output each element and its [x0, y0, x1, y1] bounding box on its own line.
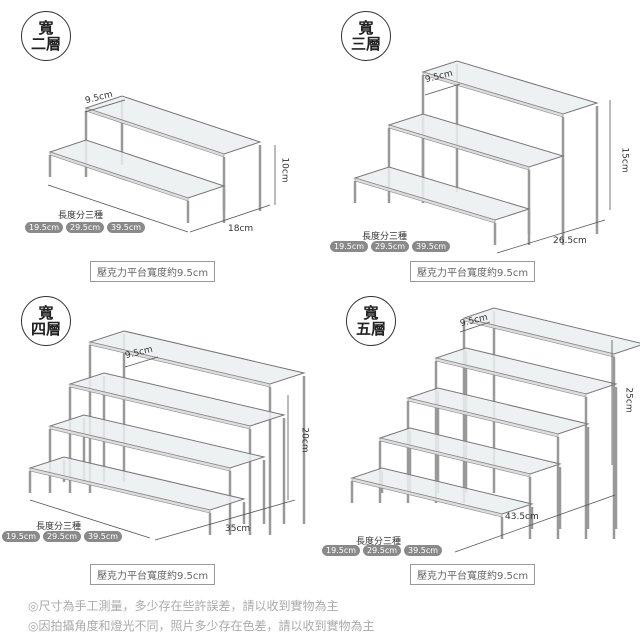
height-label: 25cm	[623, 387, 634, 413]
tier-edge	[463, 317, 615, 358]
badge-text: 寬	[38, 304, 54, 322]
width-label: 43.5cm	[505, 512, 539, 522]
width-label: 18cm	[228, 224, 254, 234]
tier-edge	[351, 477, 503, 518]
caption: 壓克力平台寬度約9.5cm	[410, 261, 536, 282]
badge-four-tier: 寬四層	[21, 296, 71, 346]
acrylic-tier	[88, 330, 306, 385]
height-label: 10cm	[279, 157, 290, 183]
badge-text: 二層	[30, 35, 61, 53]
height-label: 15cm	[619, 147, 630, 173]
caption: 壓克力平台寬度約9.5cm	[90, 261, 216, 282]
dimension-line	[454, 494, 616, 553]
caption: 壓克力平台寬度約9.5cm	[410, 564, 536, 585]
dimension-line	[29, 499, 151, 539]
tier-edge	[435, 357, 587, 398]
badge-text: 五層	[355, 320, 386, 338]
badge-text: 寬	[38, 19, 54, 37]
length-pill: 19.5cm	[322, 545, 361, 556]
dimension-line	[424, 83, 461, 96]
acrylic-tier	[48, 139, 226, 199]
acrylic-tier	[84, 95, 262, 155]
tier-edge	[379, 437, 531, 478]
dimension-line	[124, 356, 159, 368]
badge-five-tier: 寬五層	[346, 296, 396, 346]
tier-edge	[49, 425, 231, 472]
length-pill: 19.5cm	[2, 531, 41, 542]
caption: 壓克力平台寬度約9.5cm	[90, 564, 216, 585]
acrylic-tier	[462, 307, 640, 355]
acrylic-tier	[387, 113, 565, 168]
badge-text: 寬	[363, 304, 379, 322]
tier-edge	[29, 467, 211, 514]
length-label: 長度分三種	[362, 232, 408, 242]
length-pill: 39.5cm	[107, 222, 146, 233]
tier-edge	[388, 124, 530, 171]
length-pill: 29.5cm	[43, 531, 82, 542]
acrylic-tier	[353, 166, 531, 221]
dimension-line	[459, 321, 491, 333]
badge-text: 三層	[350, 35, 381, 53]
length-pill: 29.5cm	[363, 545, 402, 556]
height-label: 20cm	[299, 427, 310, 453]
tier-edge	[69, 383, 251, 430]
badge-three-tier: 寬三層	[341, 11, 391, 61]
tier-edge	[422, 71, 564, 118]
length-label: 長度分三種	[356, 537, 402, 547]
note-measurement: ◎尺寸為手工測量，多少存在些許誤差，請以收到實物為主	[28, 599, 339, 613]
length-pill: 19.5cm	[25, 222, 64, 233]
badge-text: 四層	[30, 320, 61, 338]
dimension-line	[496, 219, 606, 254]
width-label: 35cm	[225, 524, 251, 534]
badge-text: 寬	[358, 19, 374, 37]
length-pill: 39.5cm	[84, 531, 123, 542]
length-pill: 19.5cm	[330, 241, 369, 252]
tier-edge	[89, 341, 271, 388]
note-color: ◎因拍攝角度和燈光不同，照片多少存在色差，請以收到實物為主	[28, 619, 375, 633]
tier-edge	[407, 397, 559, 438]
width-label: 26.5cm	[553, 236, 587, 246]
length-pill: 39.5cm	[412, 241, 451, 252]
tier-edge	[85, 107, 225, 158]
dimension-line	[84, 99, 126, 113]
dimension-line	[47, 184, 189, 233]
length-pill: 29.5cm	[66, 222, 105, 233]
badge-two-tier: 寬二層	[21, 11, 71, 61]
length-pill: 29.5cm	[371, 241, 410, 252]
dimension-line	[189, 204, 271, 233]
tier-edge	[354, 177, 496, 224]
dimension-line	[154, 499, 296, 541]
length-label: 長度分三種	[36, 522, 82, 532]
tier-edge	[49, 151, 189, 202]
length-pill: 39.5cm	[404, 545, 443, 556]
length-label: 長度分三種	[58, 211, 104, 221]
